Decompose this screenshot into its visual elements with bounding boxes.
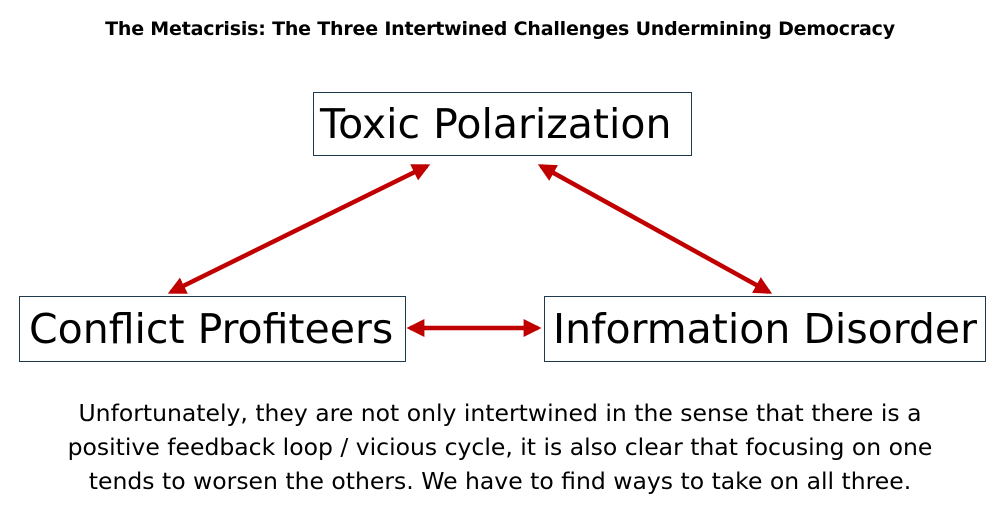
- arrow-top-right: [537, 164, 773, 294]
- node-conflict-profiteers: Conflict Profiteers: [19, 296, 406, 362]
- caption-line: tends to worsen the others. We have to f…: [88, 467, 912, 495]
- caption-line: Unfortunately, they are not only intertw…: [78, 399, 922, 427]
- node-information-disorder: Information Disorder: [544, 296, 986, 362]
- node-label: Toxic Polarization: [320, 99, 672, 148]
- node-toxic-polarization: Toxic Polarization: [313, 92, 692, 156]
- caption-line: positive feedback loop / vicious cycle, …: [67, 433, 933, 461]
- node-label: Information Disorder: [553, 304, 978, 353]
- caption: Unfortunately, they are not only intertw…: [0, 396, 1000, 498]
- diagram-title: The Metacrisis: The Three Intertwined Ch…: [105, 18, 895, 40]
- node-label: Conflict Profiteers: [29, 304, 394, 353]
- arrow-top-left: [167, 163, 431, 295]
